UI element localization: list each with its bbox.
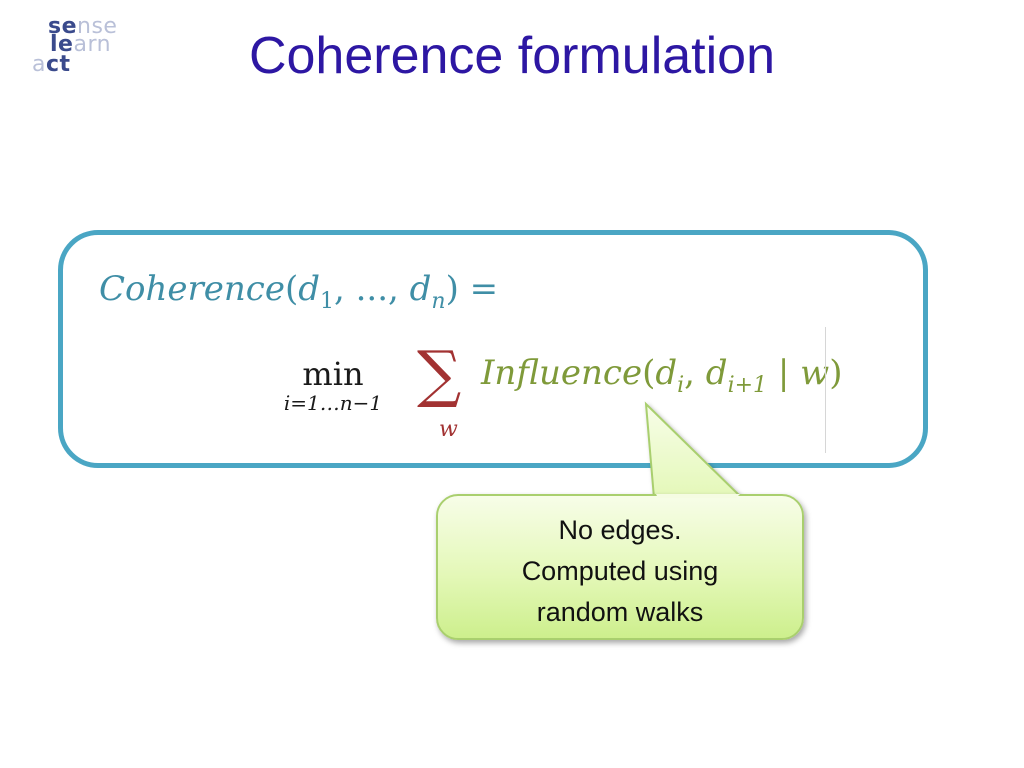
- logo-row-sense: sense: [48, 14, 118, 39]
- sense-learn-act-logo: sense learn act: [32, 16, 142, 88]
- min-subscript: i=1…n−1: [283, 391, 383, 415]
- logo-row-act: act: [32, 52, 71, 77]
- callout-line-1: No edges.: [558, 515, 682, 545]
- min-word: min: [302, 355, 364, 393]
- influence-function-name: Influence: [481, 353, 643, 393]
- callout-text: No edges. Computed using random walks: [438, 510, 802, 633]
- formula-lhs: Coherence(d1, ..., dn) =: [99, 269, 499, 314]
- callout-line-2: Computed using: [521, 556, 719, 586]
- formula-box: Coherence(d1, ..., dn) = min i=1…n−1 ∑ w…: [58, 230, 928, 468]
- cursor-divider-line: [825, 327, 826, 453]
- slide-title: Coherence formulation: [248, 27, 776, 85]
- influence-term: Influence(di, di+1 | w): [481, 353, 843, 398]
- summation-symbol: ∑: [417, 337, 462, 410]
- summation-subscript: w: [439, 417, 458, 442]
- coherence-function-name: Coherence: [99, 269, 285, 309]
- callout-line-3: random walks: [536, 597, 704, 627]
- logo-row-learn: learn: [50, 32, 112, 57]
- min-operator: min i=1…n−1: [253, 357, 413, 415]
- callout-bubble: No edges. Computed using random walks: [436, 494, 804, 640]
